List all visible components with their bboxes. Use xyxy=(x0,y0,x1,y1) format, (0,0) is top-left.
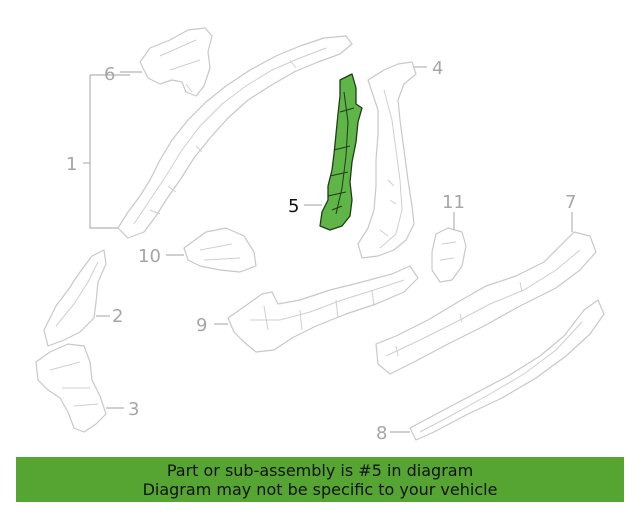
part-5-center-pillar-reinforcement xyxy=(319,73,363,231)
parts-diagram: 1 2 3 4 5 6 7 8 9 10 11 xyxy=(35,27,605,444)
callout-2[interactable]: 2 xyxy=(112,306,123,327)
callout-5[interactable]: 5 xyxy=(288,196,299,217)
leader-lines xyxy=(83,66,573,433)
callout-6[interactable]: 6 xyxy=(104,64,115,85)
callout-3[interactable]: 3 xyxy=(128,399,139,420)
part-4-center-pillar-outer xyxy=(357,61,417,259)
part-9-rocker-inner xyxy=(227,265,419,353)
callout-4[interactable]: 4 xyxy=(432,58,443,79)
part-2-hinge-pillar xyxy=(43,249,107,347)
part-11-bracket xyxy=(431,227,467,283)
callout-10[interactable]: 10 xyxy=(138,246,161,267)
part-1-front-pillar-assembly xyxy=(117,35,353,239)
part-7-rocker-outer xyxy=(375,231,597,375)
callout-11[interactable]: 11 xyxy=(442,192,465,213)
callout-1[interactable]: 1 xyxy=(66,154,77,175)
callout-7[interactable]: 7 xyxy=(565,192,576,213)
info-banner: Part or sub-assembly is #5 in diagram Di… xyxy=(16,457,624,502)
part-8-sill xyxy=(409,299,605,441)
callout-8[interactable]: 8 xyxy=(376,423,387,444)
part-10-bracket xyxy=(183,227,257,273)
banner-line-1: Part or sub-assembly is #5 in diagram xyxy=(166,460,474,480)
callout-9[interactable]: 9 xyxy=(196,315,207,336)
part-3-lower-bracket xyxy=(35,343,107,433)
part-6-bracket xyxy=(139,27,213,97)
banner-line-2: Diagram may not be specific to your vehi… xyxy=(142,479,498,499)
